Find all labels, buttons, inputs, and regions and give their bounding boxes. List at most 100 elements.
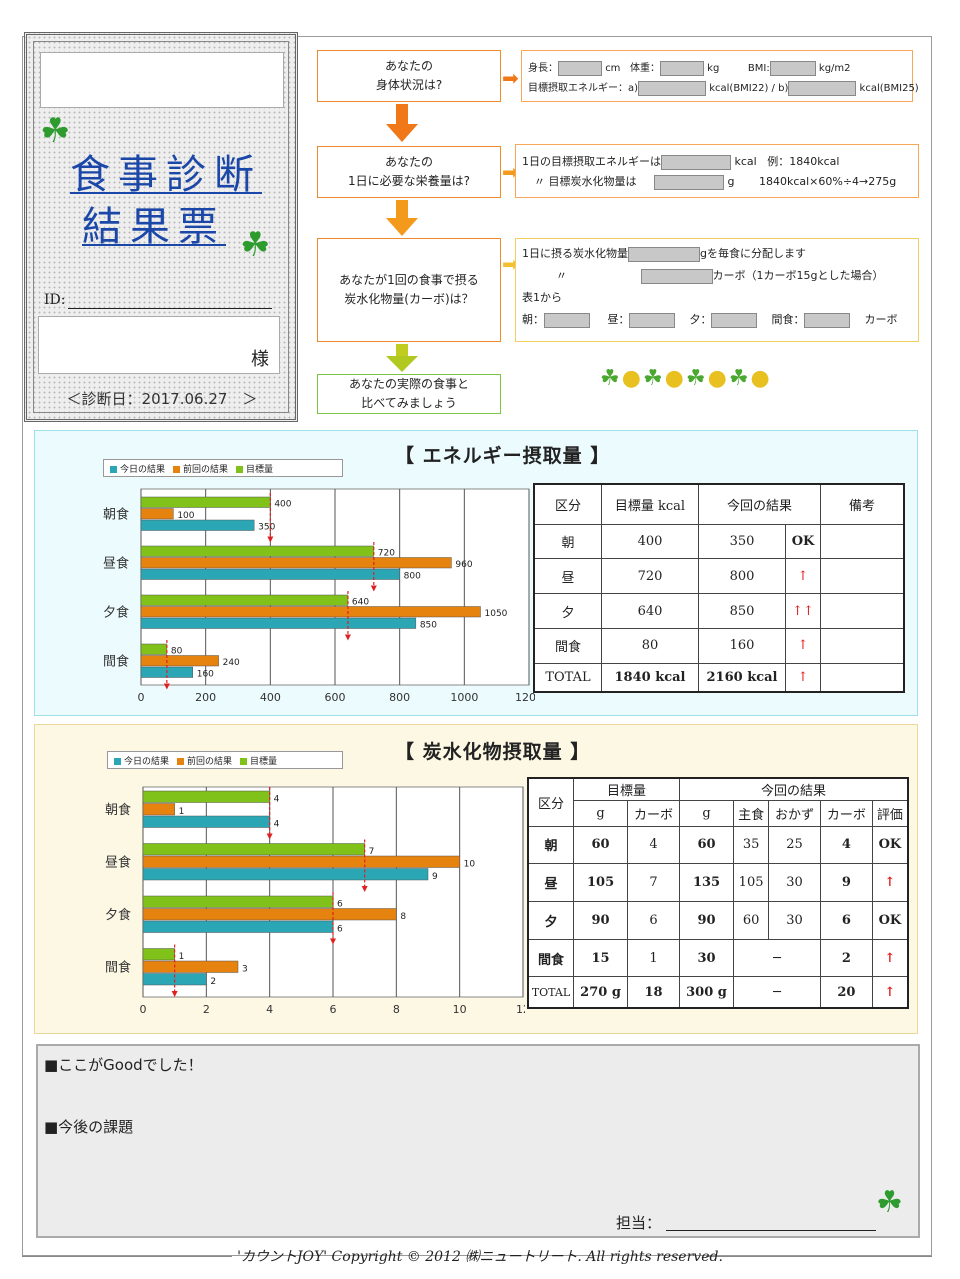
category-label: 夕食 xyxy=(105,907,131,923)
bar xyxy=(140,568,400,580)
name-top-box xyxy=(40,52,284,108)
target-arrow-icon xyxy=(163,683,170,690)
target-arrow-icon xyxy=(344,634,351,641)
th-note: 備考 xyxy=(820,483,905,525)
daily-energy-field[interactable] xyxy=(661,154,731,170)
ditto-mark: 〃 xyxy=(556,269,567,282)
target-arrow-icon xyxy=(266,833,273,840)
kcal-bmi25-field[interactable] xyxy=(788,80,857,96)
copyright: 'カウントJOY' Copyright © 2012 ㈱ニュートリート. All… xyxy=(237,1249,723,1265)
dinner-label: 夕： xyxy=(689,313,712,326)
g-unit: g xyxy=(727,175,735,188)
carbo-daily-field[interactable] xyxy=(640,268,713,284)
bar xyxy=(140,655,219,667)
lunch-carbo-field[interactable] xyxy=(629,312,676,328)
x-tick-label: 0 xyxy=(140,1003,147,1016)
bar-value-label: 1 xyxy=(179,807,185,817)
bar-value-label: 2 xyxy=(210,977,216,987)
down-arrow-icon xyxy=(396,344,408,356)
flow-step-body: あなたの 身体状況は? xyxy=(317,50,501,102)
right-arrow-icon: ➡ xyxy=(502,160,519,184)
bar-value-label: 640 xyxy=(352,598,369,608)
bmi-field[interactable] xyxy=(769,60,816,76)
dinner-carbo-field[interactable] xyxy=(711,312,758,328)
carb-title: 【 炭水化物摂取量 】 xyxy=(395,741,591,763)
x-tick-label: 8 xyxy=(393,1003,400,1016)
bar-value-label: 6 xyxy=(337,900,343,910)
distribute-text: gを毎食に分配します xyxy=(700,247,806,260)
right-arrow-icon: ➡ xyxy=(502,66,519,90)
comment-area[interactable]: ■ここがGoodでした！ ■今後の課題 担当： ☘ xyxy=(36,1044,920,1238)
legend-previous: 前回の結果 xyxy=(173,462,228,475)
bar-value-label: 4 xyxy=(274,820,280,830)
th-kubun: 区分 xyxy=(533,483,602,525)
category-label: 夕食 xyxy=(103,604,129,620)
bmi-label: BMI: xyxy=(747,63,770,74)
clover-icon: ☘ xyxy=(240,225,271,265)
legend-today: 今日の結果 xyxy=(110,462,165,475)
bar xyxy=(142,948,175,961)
target-arrow-icon xyxy=(330,938,336,945)
height-field[interactable] xyxy=(558,60,602,76)
bar-value-label: 1 xyxy=(179,952,185,962)
bar xyxy=(140,594,349,606)
bar-value-label: 4 xyxy=(274,795,280,805)
bar xyxy=(140,617,417,629)
bar-value-label: 9 xyxy=(432,872,438,882)
energy-legend: 今日の結果 前回の結果 目標量 xyxy=(103,459,343,477)
th-result: 今回の結果 xyxy=(698,483,821,525)
bar-value-label: 350 xyxy=(258,523,275,533)
clover-icon: ☘ xyxy=(876,1185,903,1220)
legend-target: 目標量 xyxy=(240,754,277,767)
height-label: 身長： xyxy=(528,63,558,74)
bar xyxy=(142,895,334,908)
staff-field[interactable] xyxy=(666,1230,876,1231)
bar-value-label: 7 xyxy=(369,847,375,857)
right-arrow-icon: ➡ xyxy=(502,252,519,276)
bar xyxy=(140,508,174,520)
bar xyxy=(142,960,239,973)
bar-value-label: 720 xyxy=(378,549,395,559)
bar xyxy=(142,790,270,803)
bar-value-label: 3 xyxy=(242,965,248,975)
x-tick-label: 10 xyxy=(453,1003,467,1016)
breakfast-label: 朝： xyxy=(522,313,544,326)
carb-example: 1840kcal×60%÷4→275g xyxy=(758,175,897,188)
kcal-bmi25-unit: kcal(BMI25) xyxy=(859,83,919,94)
bar xyxy=(140,496,271,508)
energy-title: 【 エネルギー摂取量 】 xyxy=(395,445,611,467)
bar xyxy=(142,920,334,933)
weight-field[interactable] xyxy=(659,60,704,76)
down-arrow-icon xyxy=(396,200,408,218)
down-arrow-icon xyxy=(386,124,418,142)
target-arrow-icon xyxy=(267,536,274,543)
down-arrow-icon xyxy=(386,218,418,236)
id-field[interactable] xyxy=(68,308,272,309)
name-box[interactable]: 様 xyxy=(38,316,280,374)
category-label: 間食 xyxy=(105,959,131,975)
page-frame xyxy=(22,36,932,1256)
breakfast-carbo-field[interactable] xyxy=(544,312,590,328)
daily-carb-field[interactable] xyxy=(654,174,724,190)
carb-daily-field[interactable] xyxy=(628,246,700,262)
flow-step-carbo: あなたが1回の食事で摂る 炭水化物量(カーボ)は？ xyxy=(317,238,501,342)
kcal-bmi22-field[interactable] xyxy=(638,80,707,96)
lunch-label: 昼： xyxy=(607,313,630,326)
energy-chart: 020040060080010001200kcal朝食400100350昼食72… xyxy=(103,488,535,704)
category-label: 昼食 xyxy=(103,555,129,571)
energy-example: 例：1840kcal xyxy=(767,155,840,168)
bar xyxy=(142,855,460,868)
kcal-unit: kcal xyxy=(734,155,757,168)
title-card: ☘ 食事診断 結果票 ☘ ID: 様 ＜診断日：2017.06.27 ＞ xyxy=(24,32,298,422)
snack-carbo-field[interactable] xyxy=(804,312,851,328)
category-label: 間食 xyxy=(103,653,129,669)
snack-label: 間食： xyxy=(771,313,805,326)
bar-value-label: 10 xyxy=(464,860,476,870)
down-arrow-icon xyxy=(386,356,418,372)
